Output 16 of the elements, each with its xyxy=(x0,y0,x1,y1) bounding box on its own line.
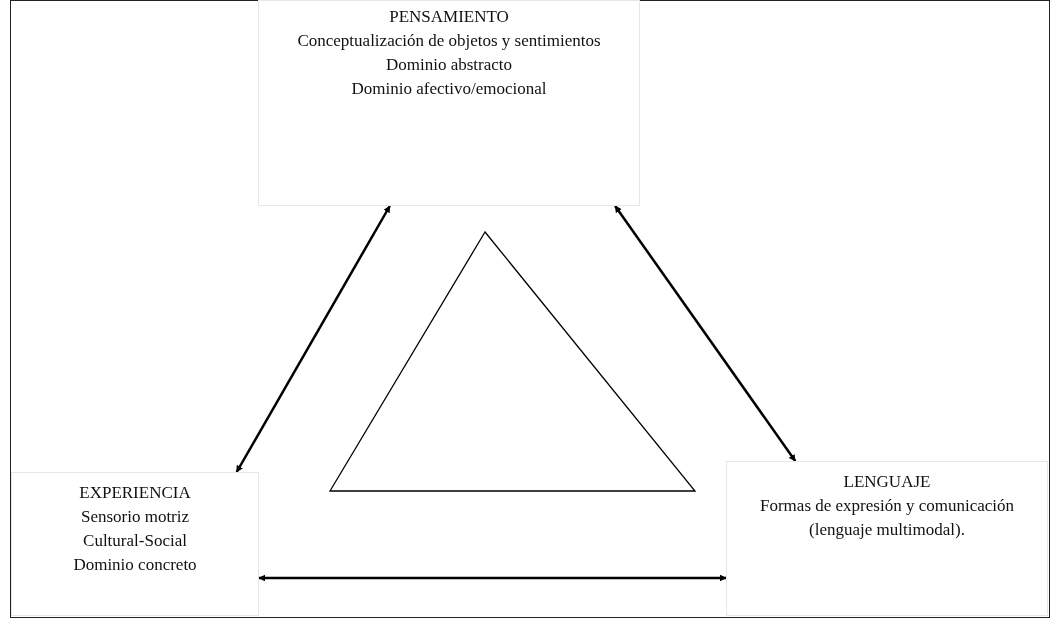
double-arrow xyxy=(235,205,391,473)
text-box xyxy=(11,472,259,616)
description: Formas de expresión y comunicación (lenguaje multimodal). xyxy=(759,495,1015,541)
heading: LENGUAJE xyxy=(843,471,931,493)
double-arrow xyxy=(258,574,727,582)
heading: EXPERIENCIA xyxy=(79,482,191,504)
description: Dominio concreto xyxy=(73,554,197,576)
description: Dominio afectivo/emocional xyxy=(351,78,547,100)
description: Sensorio motriz xyxy=(80,506,190,528)
description: Dominio abstracto xyxy=(385,54,513,76)
description: Conceptualización de objetos y sentimientos xyxy=(297,30,601,52)
heading: PENSAMIENTO xyxy=(389,6,509,28)
text-box xyxy=(726,461,1048,616)
description: Cultural-Social xyxy=(83,530,187,552)
text-box xyxy=(258,0,640,206)
double-arrow xyxy=(614,205,797,462)
